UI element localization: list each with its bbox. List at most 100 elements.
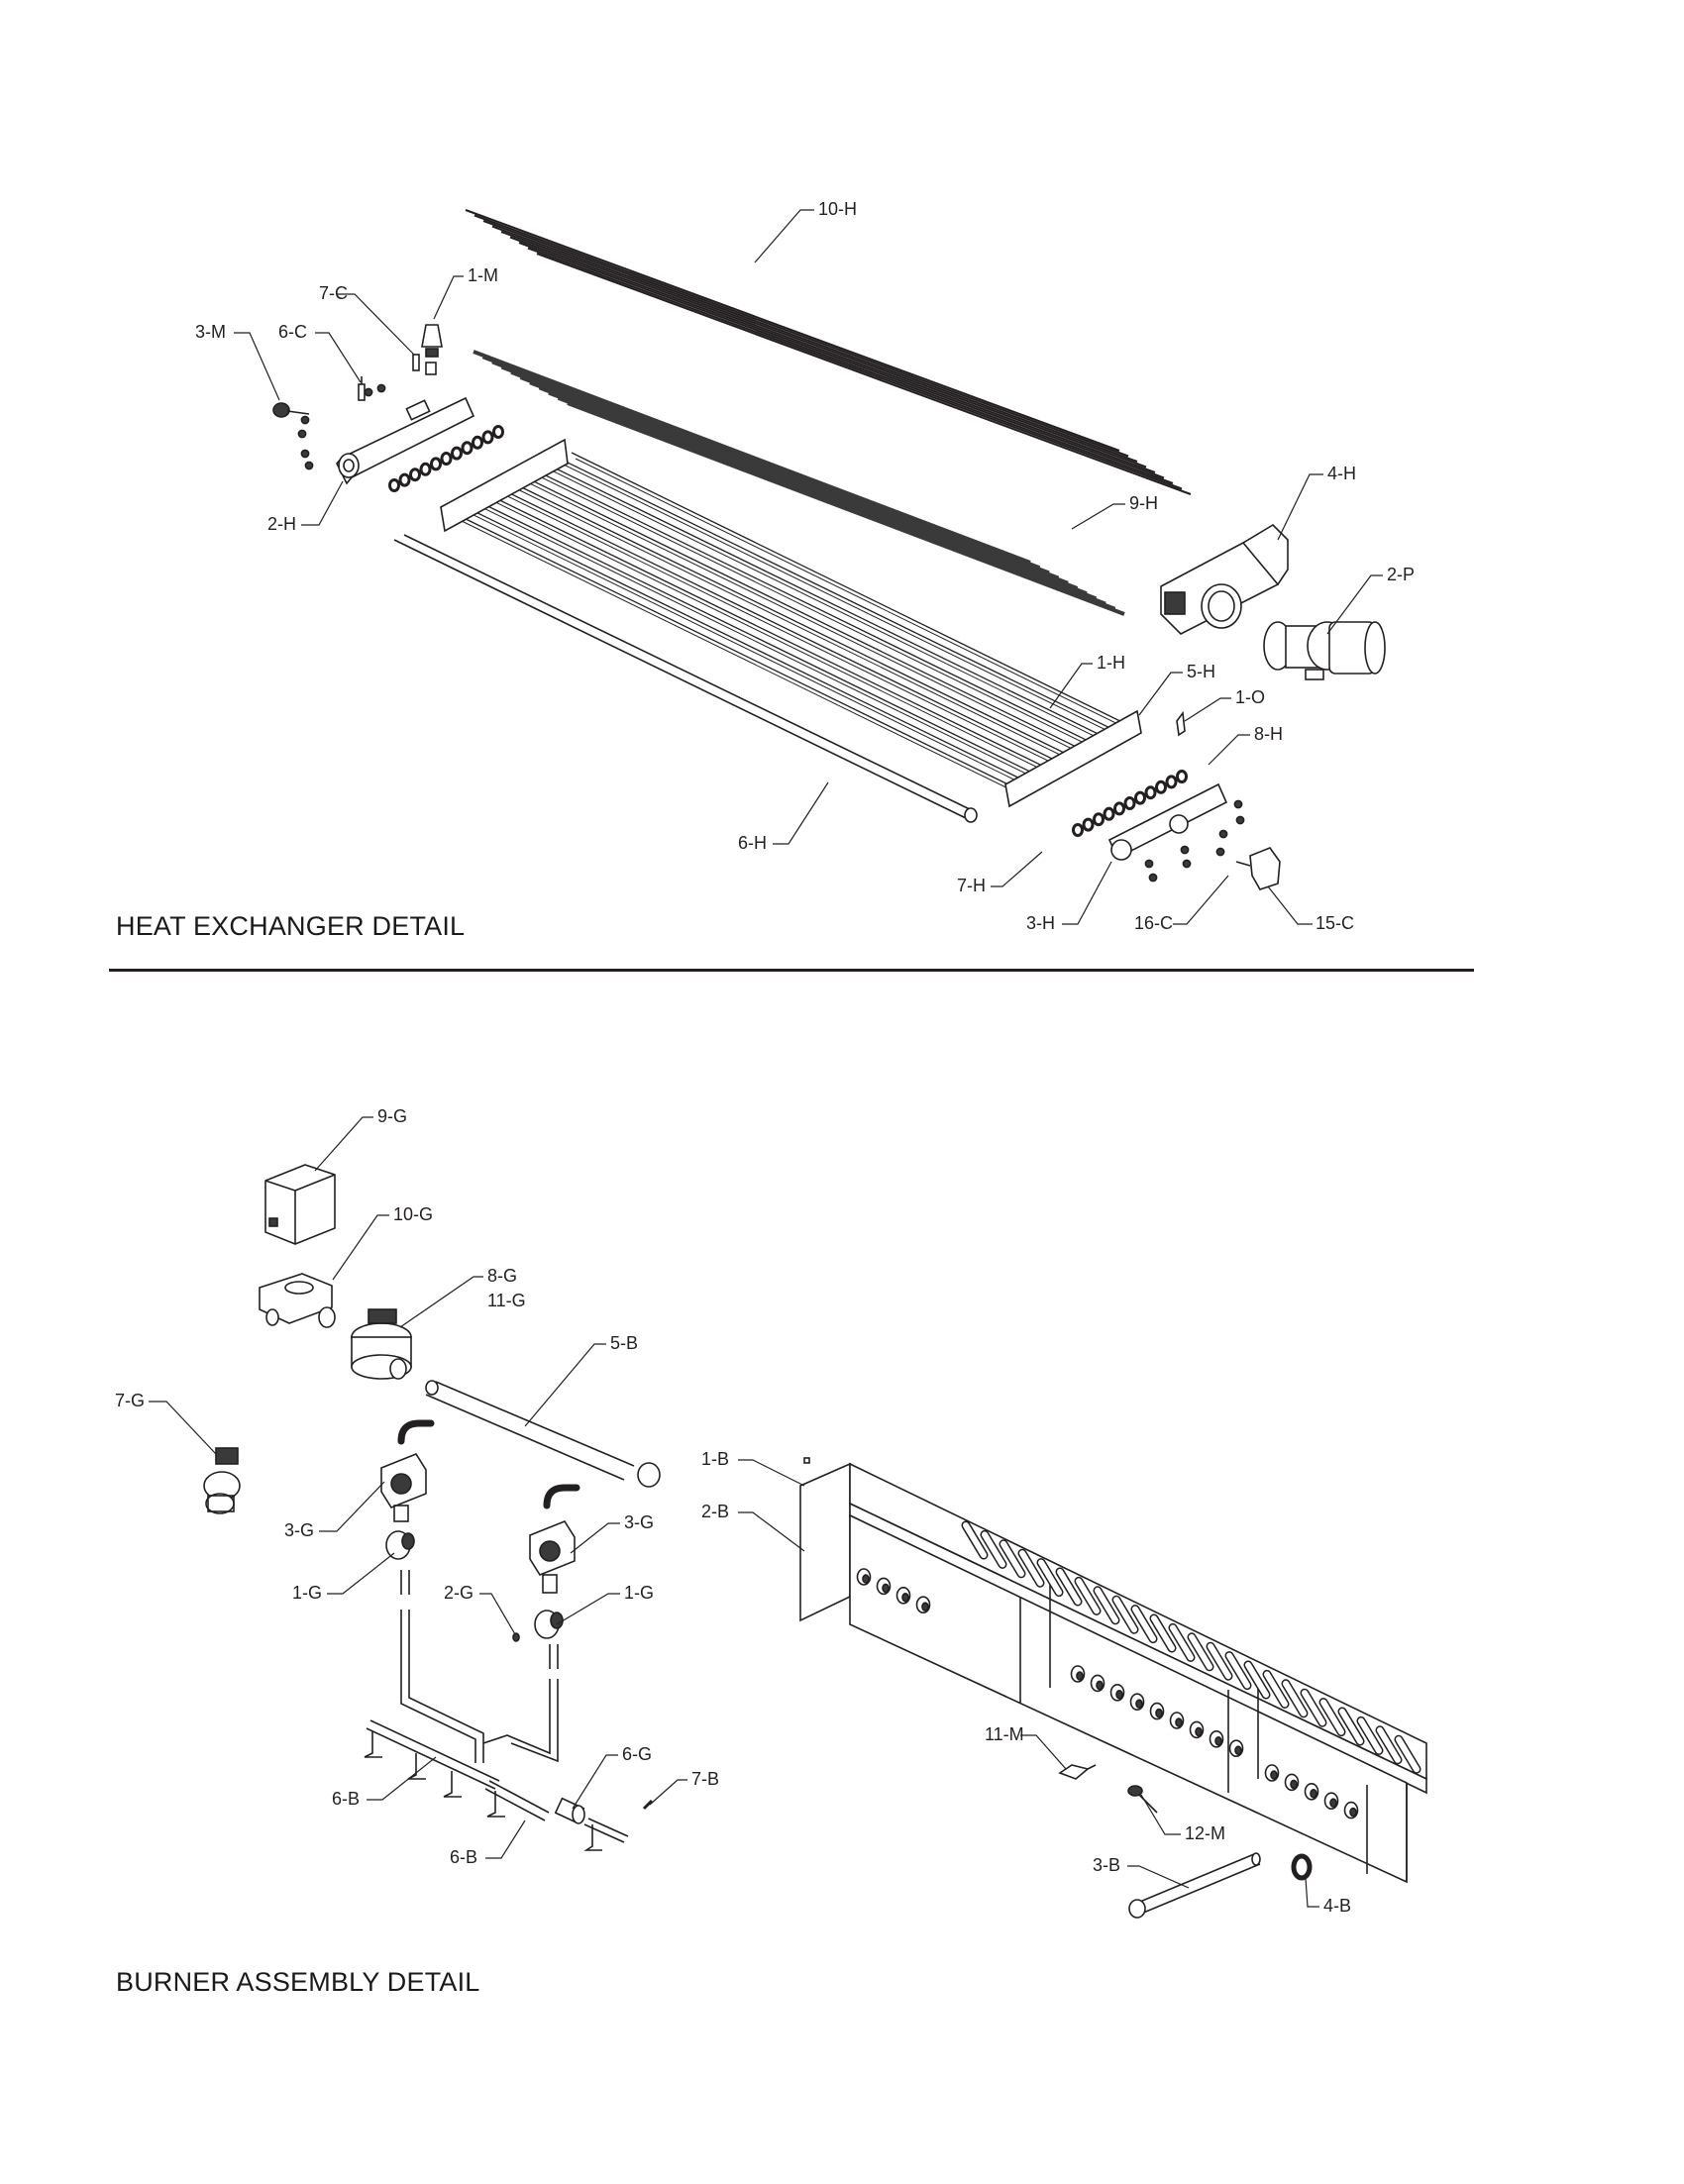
nut xyxy=(1218,829,1228,839)
burner-tube-fill xyxy=(1339,1709,1363,1744)
leader-line xyxy=(556,1593,620,1625)
regulator-1g-right xyxy=(534,1610,564,1639)
nut xyxy=(300,415,310,425)
gasket-ring xyxy=(1176,770,1188,783)
burner-tube-fill xyxy=(1057,1569,1081,1605)
leader-line xyxy=(319,1481,385,1532)
hx-callout-1-o: 1-O xyxy=(1235,687,1265,707)
gasket-ring xyxy=(1082,817,1095,832)
tube-1h-edge xyxy=(564,464,1127,741)
manifold-foot xyxy=(364,1731,382,1758)
burner-tube-fill xyxy=(982,1531,1005,1568)
burner-port-hole xyxy=(862,1574,870,1584)
gasket-ring xyxy=(440,452,453,466)
regulator-1g-left xyxy=(385,1530,415,1560)
hx-callout-3-m: 3-M xyxy=(195,322,226,342)
burner-callout-10-g: 10-G xyxy=(393,1204,433,1224)
section-divider xyxy=(109,969,1474,972)
burner-assembly-title: BURNER ASSEMBLY DETAIL xyxy=(116,1967,480,1997)
bracket-6b-right xyxy=(583,1818,629,1851)
burner-callout-3-g: 3-G xyxy=(284,1520,314,1540)
key-3m xyxy=(272,402,310,418)
burner-port-hole xyxy=(1329,1798,1337,1808)
tube-1h xyxy=(491,495,1055,773)
nut xyxy=(1233,799,1243,809)
leader-line xyxy=(1071,503,1125,530)
leader-line xyxy=(479,1593,516,1635)
burner-port-hole xyxy=(1195,1726,1203,1737)
rods-9h-group xyxy=(473,350,1125,616)
leader-line xyxy=(1267,885,1313,925)
small-clip xyxy=(803,1457,810,1464)
gasket-ring xyxy=(1103,806,1115,821)
leader-line xyxy=(485,1820,526,1859)
manifold-feet xyxy=(364,1731,505,1818)
rod-10h xyxy=(465,209,1120,452)
leader-line xyxy=(524,1343,606,1427)
hx-callout-10-h: 10-H xyxy=(818,199,857,219)
gasket-ring xyxy=(481,430,494,445)
burner-callout-7-b: 7-B xyxy=(691,1769,719,1789)
gasket-ring xyxy=(388,478,400,492)
gasket-ring xyxy=(461,441,474,456)
gasket-ring xyxy=(1134,790,1146,805)
burner-tube-fill xyxy=(1396,1736,1420,1773)
leader-line xyxy=(1049,663,1093,709)
manifold-foot xyxy=(486,1791,505,1818)
rod-10h xyxy=(474,214,1129,458)
header-2h xyxy=(336,396,475,485)
tube-1h xyxy=(479,501,1044,779)
burner-callout-6-b: 6-B xyxy=(450,1847,477,1867)
burner-callout-11-m: 11-M xyxy=(985,1724,1024,1744)
burner-port-hole xyxy=(1096,1680,1104,1691)
burner-callout-1-b: 1-B xyxy=(701,1449,729,1469)
burner-tube-3b xyxy=(1128,1852,1261,1919)
motor-2p xyxy=(1263,621,1386,680)
burner-tube-fill xyxy=(1170,1624,1194,1661)
leader-line xyxy=(1062,861,1112,925)
hx-callout-4-h: 4-H xyxy=(1327,464,1356,483)
burner-assembly-drawing xyxy=(203,1164,1427,1919)
burner-callout-3-g: 3-G xyxy=(624,1512,654,1532)
tube-1h xyxy=(537,470,1101,748)
burner-tube-fill xyxy=(1019,1550,1043,1587)
burner-port-hole xyxy=(1270,1770,1278,1780)
knob-12m xyxy=(1127,1785,1158,1814)
burner-tube-fill xyxy=(1302,1690,1325,1726)
switch-15c xyxy=(1235,847,1281,890)
manifold-foot xyxy=(443,1771,462,1798)
ignitor-1o xyxy=(1176,710,1186,737)
nut-set-right xyxy=(1144,799,1245,883)
leader-line xyxy=(315,332,362,383)
leader-line xyxy=(991,851,1043,887)
tube-1h xyxy=(548,465,1112,742)
burner-port-hole xyxy=(1349,1807,1357,1818)
burner-port-hole xyxy=(1310,1789,1317,1799)
valve-7g xyxy=(203,1447,241,1514)
rod-10h xyxy=(491,225,1147,468)
burner-tube-fill xyxy=(1113,1597,1137,1633)
burner-tube-fill xyxy=(1000,1540,1024,1577)
sensor-1m xyxy=(421,324,443,375)
burner-callout-5-b: 5-B xyxy=(610,1333,638,1353)
hx-callout-2-p: 2-P xyxy=(1387,565,1415,584)
tube-1h-edge xyxy=(473,514,1036,791)
gasket-ring xyxy=(398,472,411,487)
fitting-6g xyxy=(554,1797,585,1824)
burner-tube-fill xyxy=(1358,1717,1382,1754)
leader-line xyxy=(1326,574,1383,635)
nut xyxy=(1180,845,1190,855)
nut xyxy=(1144,859,1154,869)
leader-line xyxy=(399,1276,483,1328)
hx-callout-5-h: 5-H xyxy=(1187,662,1215,681)
burner-callout-2-g: 2-G xyxy=(444,1583,474,1603)
burner-tube-fill xyxy=(1320,1699,1344,1735)
tube-1h xyxy=(525,476,1090,754)
tube-6h xyxy=(393,534,978,823)
burner-tube-fill xyxy=(1095,1587,1118,1623)
rod-10h xyxy=(527,247,1183,490)
hx-callout-6-c: 6-C xyxy=(278,322,307,342)
rod-10h xyxy=(509,236,1165,479)
